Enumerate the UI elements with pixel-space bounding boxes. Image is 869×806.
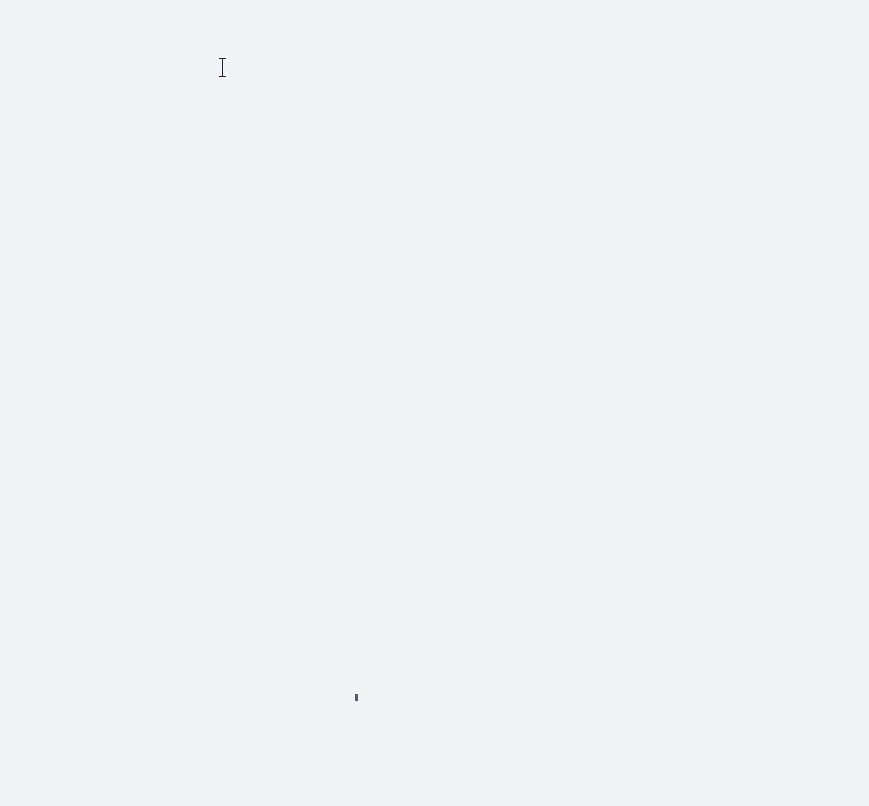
stray-glyph-artifact [355, 694, 358, 701]
ibeam-stem [222, 59, 223, 76]
ibeam-bottom-serif [219, 76, 226, 77]
ibeam-top-serif [219, 58, 226, 59]
text-ibeam-cursor [219, 57, 226, 78]
